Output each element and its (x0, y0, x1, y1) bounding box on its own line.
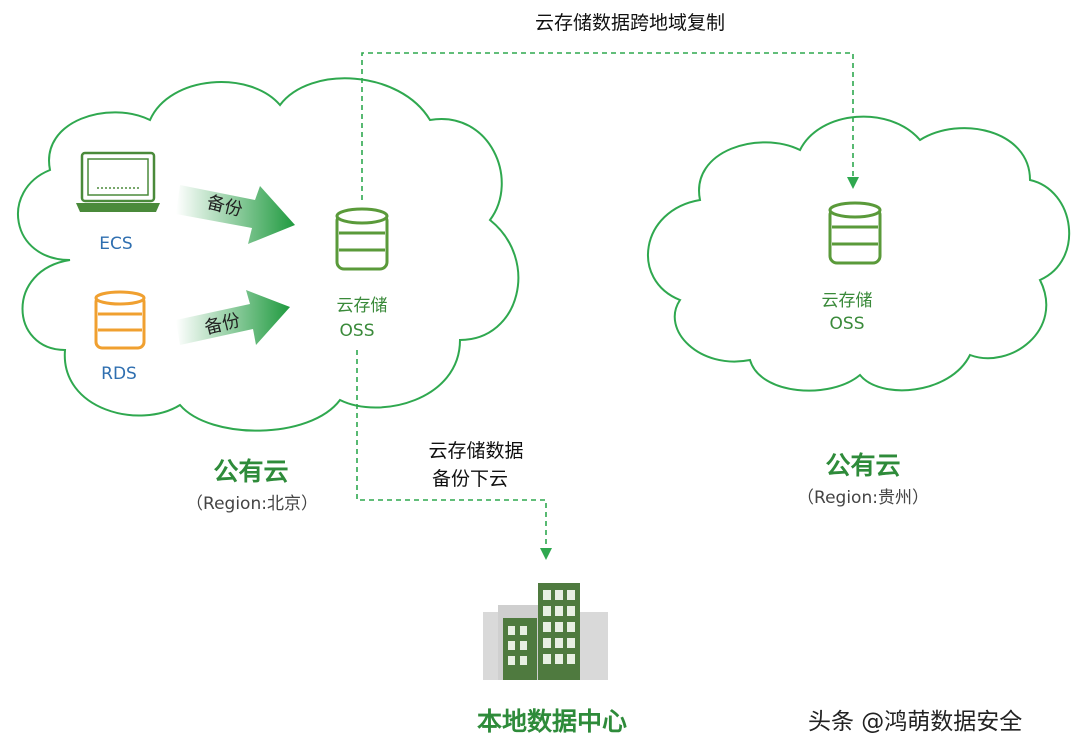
left-oss-label-line2: OSS (339, 321, 375, 341)
right-oss-label-line2: OSS (829, 314, 865, 334)
right-cloud-title: 公有云 (825, 451, 901, 480)
left-oss-database-icon (335, 207, 389, 271)
laptop-icon (76, 151, 160, 212)
download-arrowhead (540, 548, 552, 560)
backup-arrow-ecs (176, 185, 295, 244)
left-cloud-region: （Region:北京） (186, 494, 318, 514)
replication-label: 云存储数据跨地域复制 (534, 12, 726, 34)
left-cloud-outline (16, 77, 520, 432)
replication-dashed-line (361, 52, 854, 200)
left-oss-label-line1: 云存储 (336, 296, 388, 316)
left-cloud-title: 公有云 (213, 457, 289, 486)
datacenter-building-icon (483, 583, 608, 680)
download-label-line1: 云存储数据 (428, 440, 524, 462)
ecs-label: ECS (99, 234, 133, 254)
datacenter-title: 本地数据中心 (476, 707, 628, 736)
rds-label: RDS (101, 364, 137, 384)
replication-arrowhead (847, 177, 859, 189)
rds-database-icon (94, 290, 146, 350)
watermark-text: 头条 @鸿萌数据安全 (808, 709, 1023, 735)
download-dashed-line (356, 350, 547, 550)
download-label-line2: 备份下云 (431, 468, 509, 490)
right-oss-database-icon (828, 201, 882, 265)
right-cloud-region: （Region:贵州） (797, 488, 929, 508)
backup-arrow-rds (176, 290, 290, 345)
right-oss-label-line1: 云存储 (821, 291, 873, 311)
